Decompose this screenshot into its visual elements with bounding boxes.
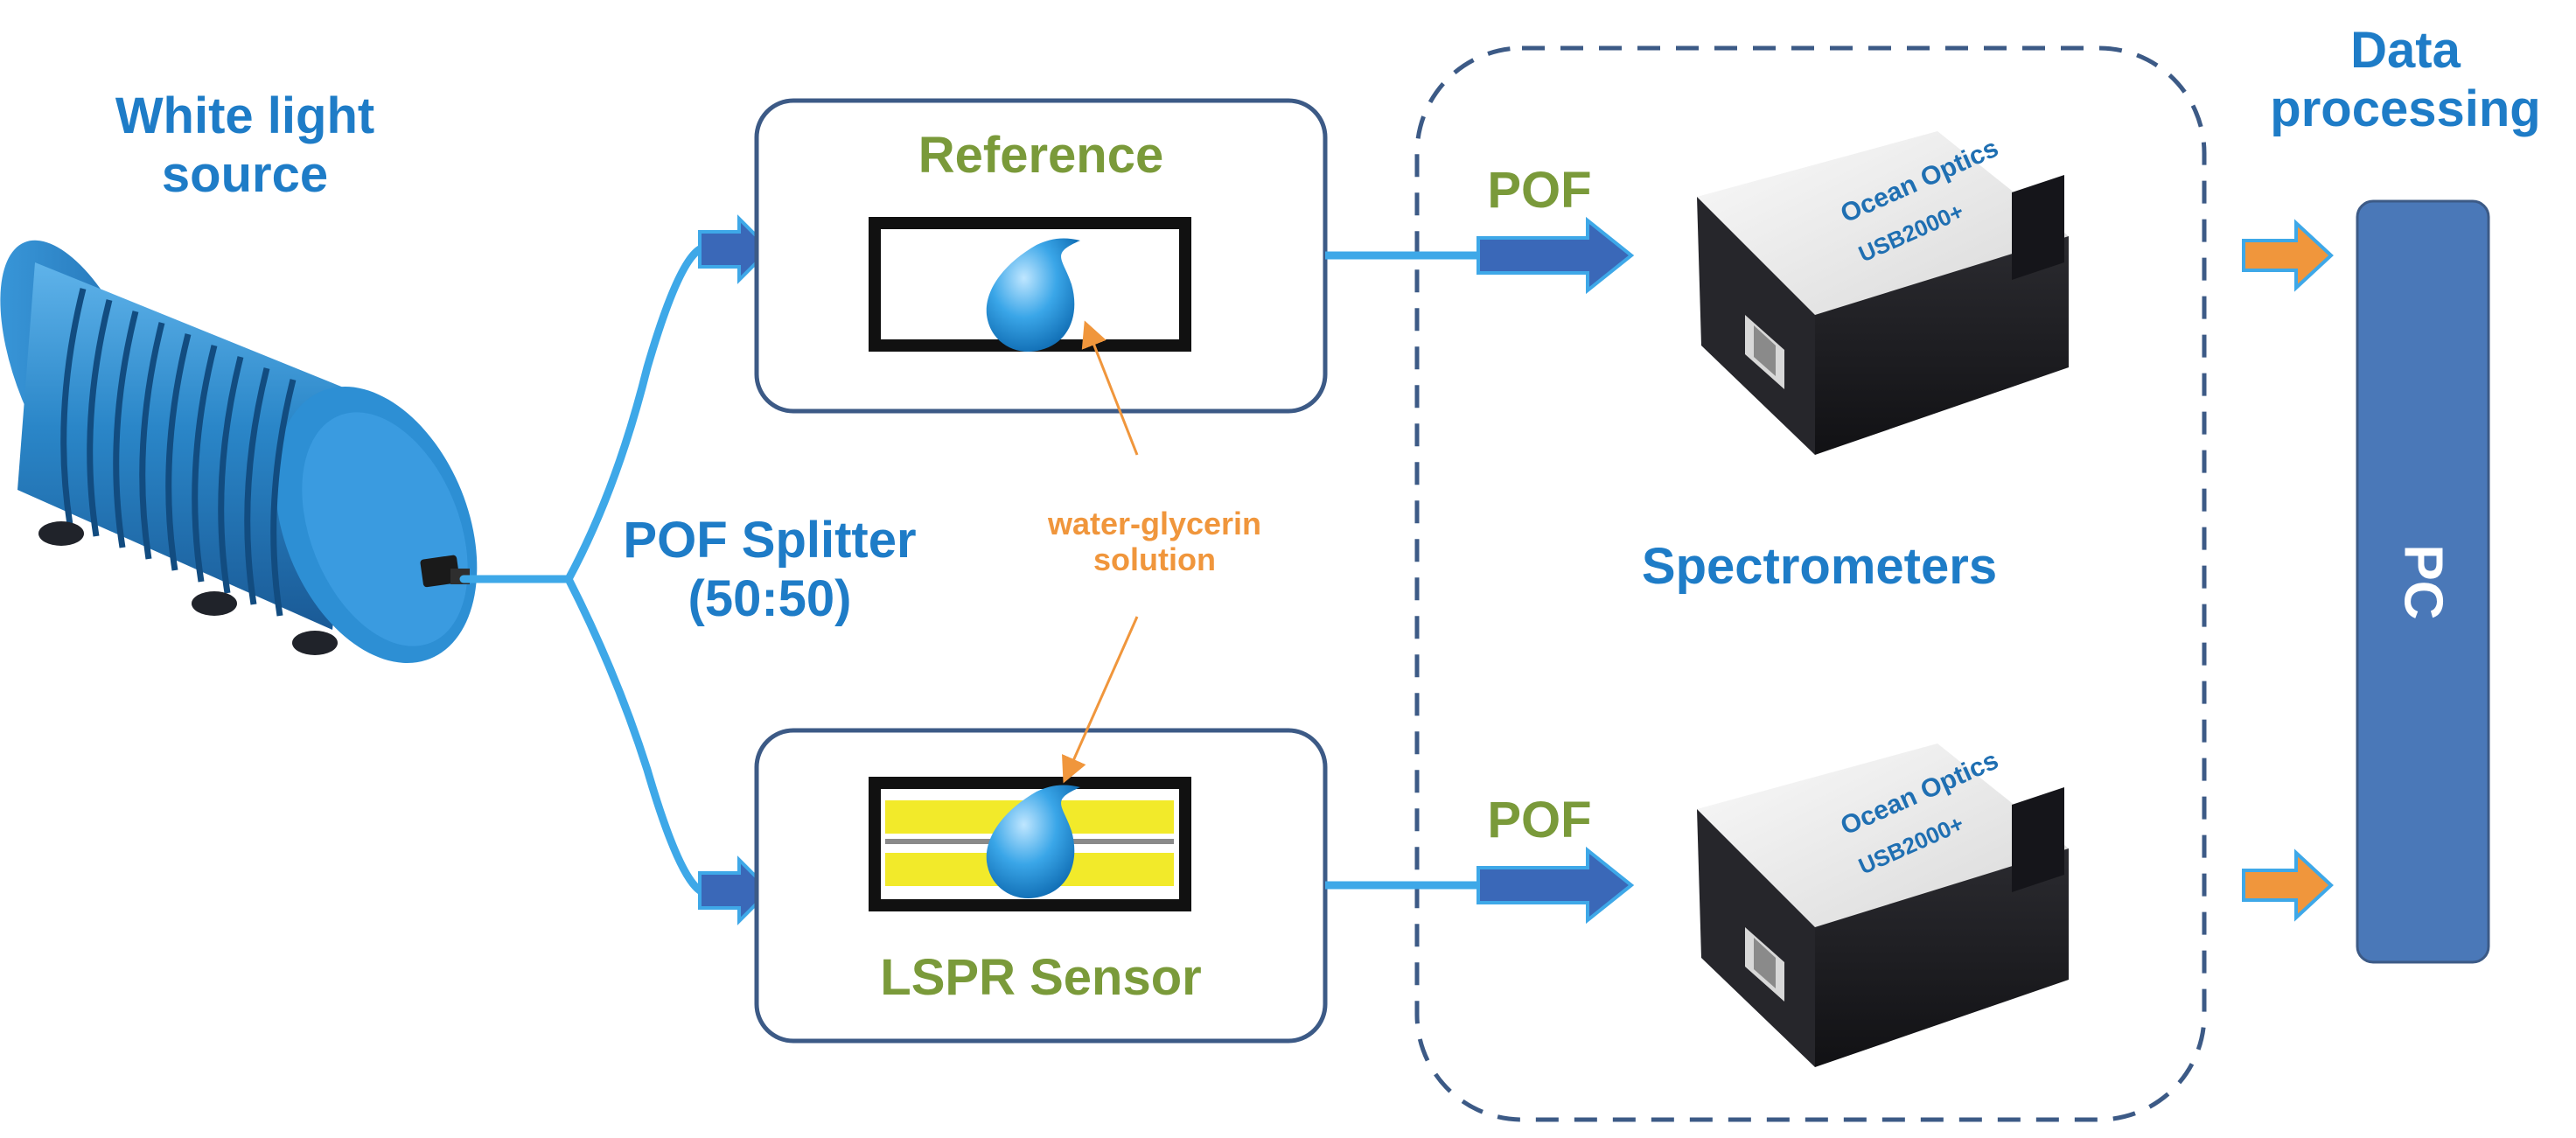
light-source-label: White light source: [115, 87, 375, 203]
data-processing-label: Data processing: [2270, 22, 2541, 137]
pof-label-top: POF: [1487, 162, 1592, 219]
cooling-fins: [60, 288, 297, 617]
pc-label: PC: [2392, 544, 2454, 620]
light-source-device: [0, 240, 478, 663]
spectrometers-label: Spectrometers: [1641, 538, 1998, 595]
droplet-icon: [986, 238, 1080, 353]
pof-splitter-fibers: [459, 245, 704, 895]
pof-label-bottom: POF: [1487, 792, 1592, 848]
lspr-sensor-box: [754, 728, 1328, 1044]
orange-arrow-icon: [2242, 219, 2334, 292]
pc-box: [2356, 199, 2490, 964]
solution-label: water-glycerin solution: [1047, 506, 1262, 578]
reference-box: [754, 98, 1328, 414]
spectrometer-device: Ocean Optics USB2000+: [1697, 744, 2069, 1067]
solution-pointer-arrows: [1062, 320, 1139, 784]
droplet-icon: [986, 785, 1080, 899]
lspr-sensor-label: LSPR Sensor: [880, 949, 1202, 1006]
orange-arrow-icon: [2242, 848, 2334, 922]
reference-label: Reference: [918, 127, 1164, 184]
spectrometers-enclosure: [1414, 45, 2207, 1122]
pof-splitter-label: POF Splitter (50:50): [623, 512, 917, 627]
pof-link-top: [1325, 216, 1635, 295]
spectrometer-device: Ocean Optics USB2000+: [1697, 131, 2069, 455]
pof-link-bottom: [1325, 846, 1635, 925]
